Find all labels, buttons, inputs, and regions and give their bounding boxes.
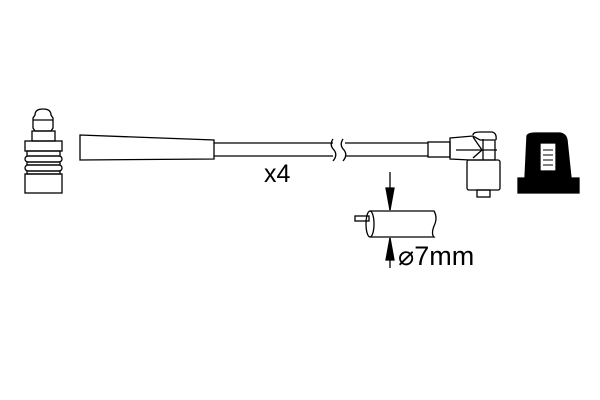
cable-boot [79, 134, 215, 161]
quantity-label: x4 [264, 160, 291, 188]
diameter-dimension-arrows [385, 172, 395, 268]
cable-cross-section [354, 210, 437, 238]
ignition-cable [214, 138, 428, 162]
diameter-label: ⌀7mm [398, 241, 474, 271]
angled-distributor-connector [427, 131, 501, 198]
spark-plug-connector [24, 108, 63, 194]
distributor-cap-terminal [517, 132, 580, 194]
